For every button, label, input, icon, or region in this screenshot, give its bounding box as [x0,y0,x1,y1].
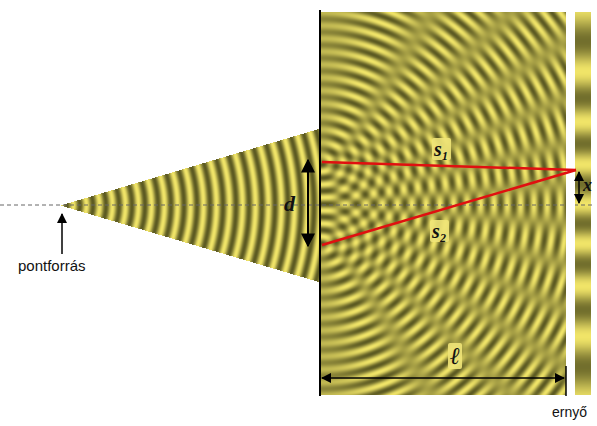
slit-barrier [319,10,321,396]
screen [566,12,575,395]
slit-distance-label: d [284,192,295,216]
screen-label: ernyő [552,405,587,420]
length-label: ℓ [448,343,462,369]
x-arrow [578,172,580,203]
path-label: s₁ [432,138,451,160]
slit-distance-arrow [307,160,309,246]
position-label: x [583,176,592,196]
source-pointer [61,214,63,254]
symmetry-axis [0,205,592,206]
source-label: pontforrás [18,258,86,275]
length-tick [565,366,567,396]
path-label: s₂ [430,220,449,242]
path-s1 [322,162,576,170]
path-s2 [322,170,576,245]
length-arrow [322,377,564,379]
